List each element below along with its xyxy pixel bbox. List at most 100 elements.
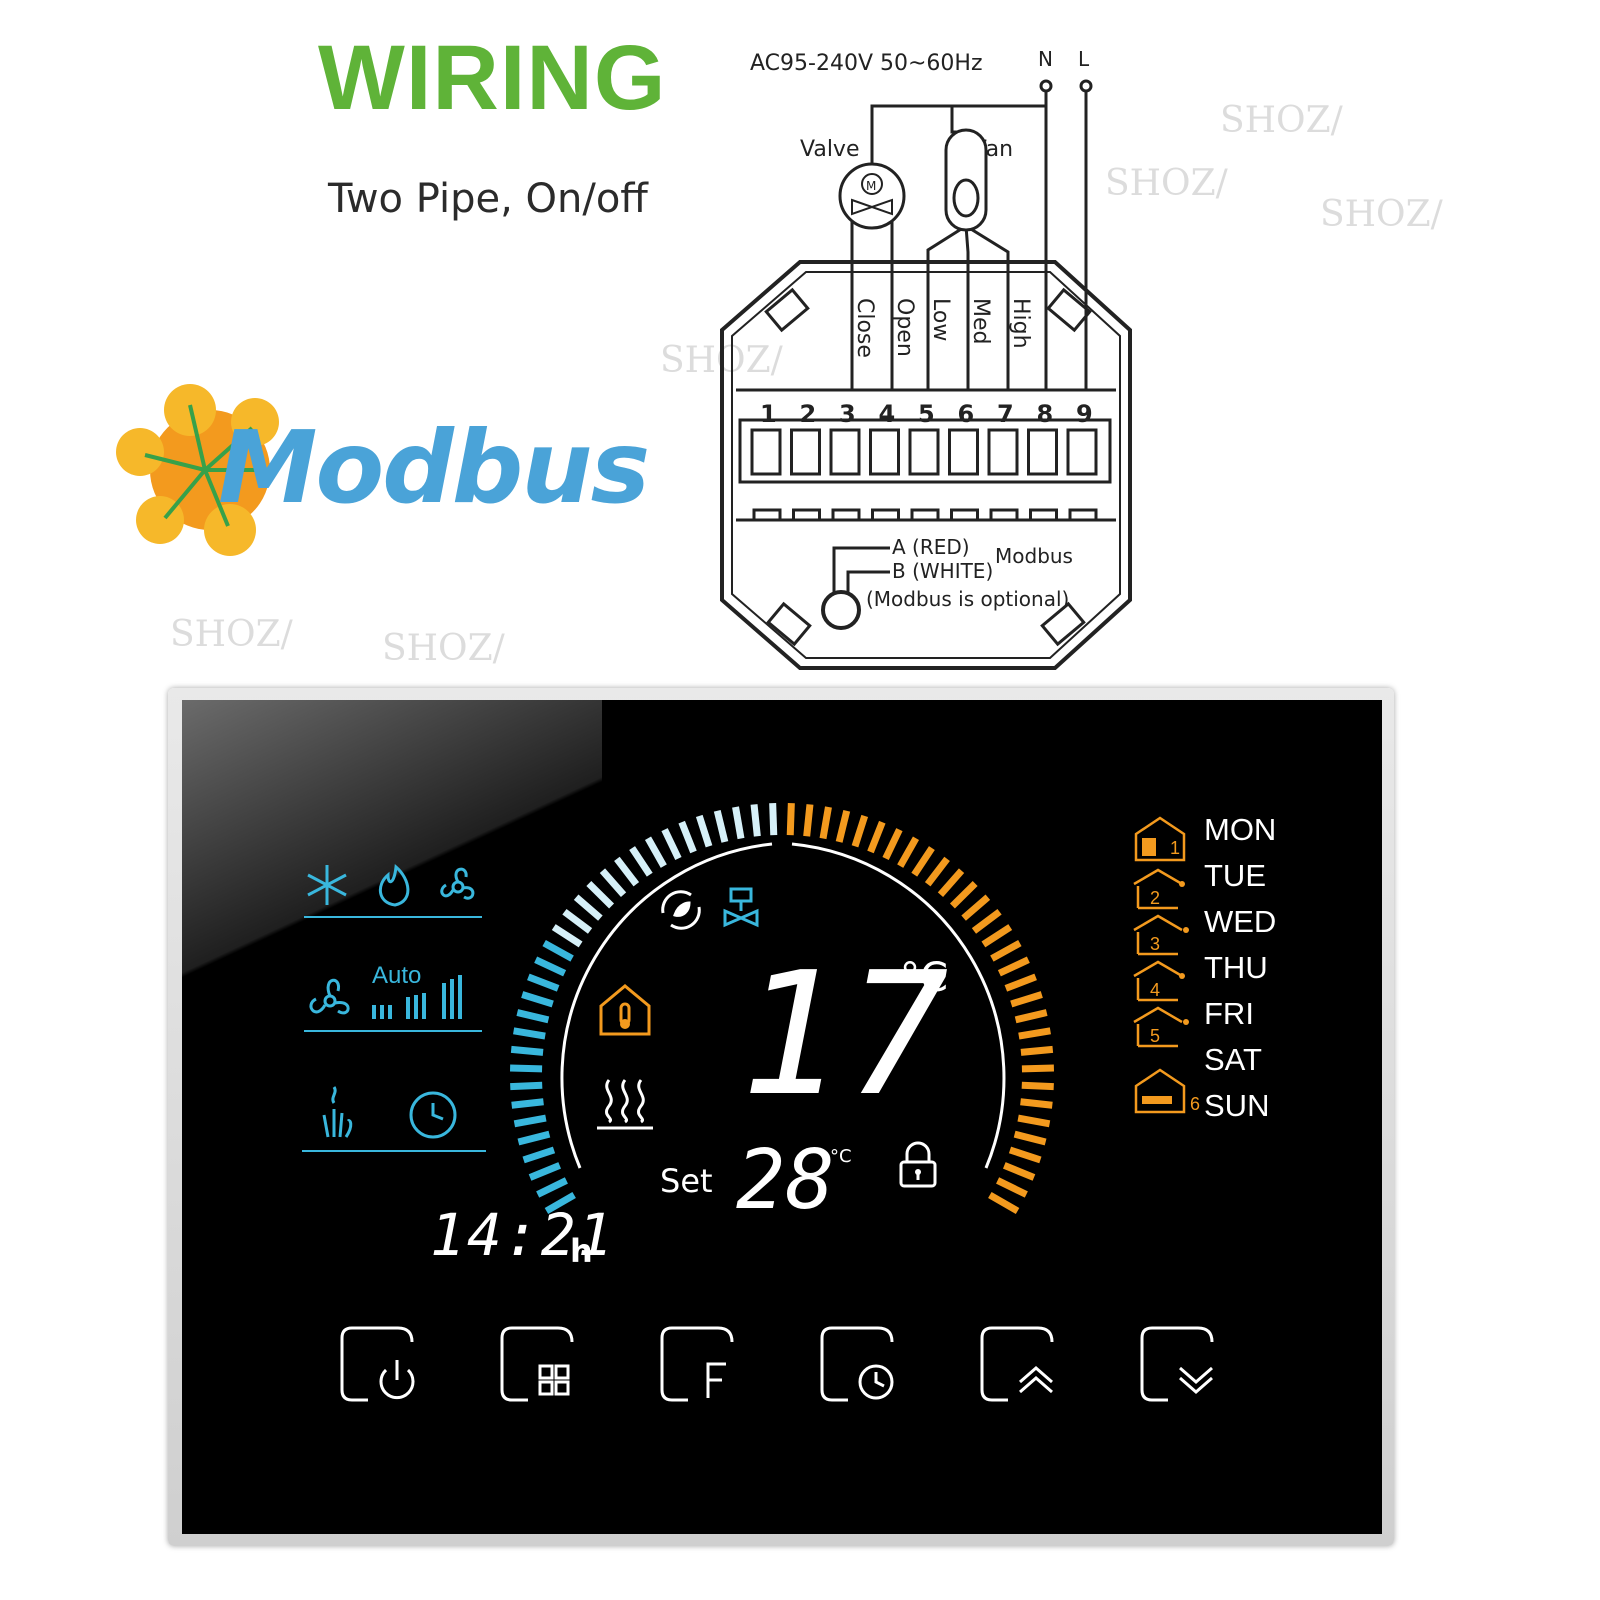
dial-tick <box>542 940 574 962</box>
dial-tick <box>516 1009 550 1024</box>
dial-tick <box>990 940 1022 962</box>
terminal-label-open: Open <box>892 298 917 357</box>
modbus-logo-text: Modbus <box>218 409 650 526</box>
current-temperature: 17 <box>740 936 953 1134</box>
modbus-a-label: A (RED) <box>892 535 970 559</box>
menu-icon <box>538 1364 570 1396</box>
menu-button[interactable] <box>498 1324 578 1404</box>
program-number: 4 <box>1150 980 1160 1000</box>
dial-tick <box>1002 1162 1036 1181</box>
terminal-number: 1 <box>760 400 777 428</box>
neutral-label: N <box>1038 47 1053 71</box>
power-spec-label: AC95-240V 50~60Hz <box>750 51 983 76</box>
terminal-number: 8 <box>1037 400 1054 428</box>
modbus-note: (Modbus is optional) <box>866 587 1069 611</box>
terminal-block <box>738 418 1112 484</box>
up-button[interactable] <box>978 1324 1058 1404</box>
terminal-label-low: Low <box>928 298 953 341</box>
dial-tick <box>882 828 903 861</box>
dial-tick <box>1021 1064 1054 1073</box>
dial-tick <box>867 820 886 854</box>
dial-tick <box>614 856 640 887</box>
clock-time: 14:21 <box>430 1201 615 1269</box>
dial-tick <box>988 1191 1020 1215</box>
dial-tick <box>562 908 593 934</box>
dial-tick <box>544 1191 576 1215</box>
program-period-icons: 1 2 3 4 5 6 <box>1133 816 1200 1114</box>
dial-tick <box>1010 991 1043 1008</box>
valve-status-icon <box>723 887 759 928</box>
dial-tick <box>644 836 667 868</box>
dial-tick <box>924 856 950 887</box>
dial-tick <box>1008 1146 1042 1164</box>
dial-tick <box>1014 1009 1048 1024</box>
dial-tick <box>629 846 653 877</box>
modbus-cable <box>821 590 861 630</box>
program-sitting-person-icon <box>1142 838 1156 856</box>
watermark: SHOZ/ <box>170 614 294 655</box>
timer-clock-icon <box>409 1091 457 1139</box>
day-label-sat: SAT <box>1204 1042 1262 1077</box>
dial-tick <box>1020 1098 1053 1109</box>
program-number: 1 <box>1170 838 1180 858</box>
terminal-number: 7 <box>997 400 1014 428</box>
fan-blade-icon <box>440 867 475 900</box>
clock-icon <box>858 1364 894 1400</box>
program-number: 6 <box>1190 1094 1200 1114</box>
modbus-logo-graphic <box>116 384 279 556</box>
snowflake-icon <box>307 865 347 905</box>
dial-tick <box>769 803 778 836</box>
terminal-number: 3 <box>839 400 856 428</box>
center-top-icons <box>661 887 759 930</box>
dial-tick <box>586 881 615 909</box>
dial-tick <box>997 956 1030 977</box>
thermostat-screen <box>182 700 1382 1534</box>
dial-tick <box>981 924 1013 948</box>
dial-tick <box>1013 1130 1047 1146</box>
day-label-thu: THU <box>1204 950 1268 985</box>
terminal-label-high: High <box>1008 298 1033 349</box>
power-icon <box>379 1360 415 1400</box>
watermark: SHOZ/ <box>1320 194 1444 235</box>
program-number: 5 <box>1150 1026 1160 1046</box>
program-home-icon <box>1134 816 1186 862</box>
dial-tick <box>961 894 991 921</box>
power-button[interactable] <box>338 1324 418 1404</box>
live-terminal <box>1079 79 1093 93</box>
set-label: Set <box>660 1162 713 1200</box>
dial-tick <box>527 973 560 992</box>
terminal-label-med: Med <box>968 298 993 344</box>
schedule-button[interactable] <box>818 1324 898 1404</box>
dial-inner-arc-right <box>791 842 1006 1169</box>
dial-tick <box>803 804 814 837</box>
modbus-b-label: B (WHITE) <box>892 559 993 583</box>
down-arrow-icon <box>1179 1366 1213 1394</box>
room-temperature-house-icon <box>599 984 651 1036</box>
dial-tick <box>897 836 920 868</box>
dial-tick <box>534 956 567 977</box>
dial-tick <box>949 881 978 909</box>
live-label: L <box>1078 47 1090 71</box>
dial-tick <box>835 809 851 843</box>
dial-tick <box>513 1114 547 1128</box>
terminal-number: 5 <box>918 400 935 428</box>
dial-tick <box>521 991 554 1008</box>
dial-tick <box>695 814 713 848</box>
dial-tick <box>819 806 832 840</box>
floor-heating-icon <box>597 1079 653 1130</box>
fan-speed-bars-icon <box>372 975 462 1019</box>
dial-tick <box>996 1177 1028 1198</box>
dial-tick <box>786 803 795 836</box>
dial-tick <box>511 1098 544 1109</box>
terminal-number: 4 <box>879 400 896 428</box>
down-button[interactable] <box>1138 1324 1218 1404</box>
dial-tick <box>713 809 729 843</box>
wiring-diagram: SHOZ/ SHOZ/ SHOZ/ SHOZ/ SHOZ/ SHOZ/ AC95… <box>170 47 1444 670</box>
program-bed-icon <box>1142 1096 1172 1104</box>
dial-tick <box>1004 973 1037 992</box>
dial-tick <box>528 1162 562 1181</box>
fahrenheit-button[interactable] <box>658 1324 738 1404</box>
hand-touch-icon <box>322 1086 353 1138</box>
up-arrow-icon <box>1019 1366 1053 1394</box>
dial-tick <box>513 1027 546 1040</box>
